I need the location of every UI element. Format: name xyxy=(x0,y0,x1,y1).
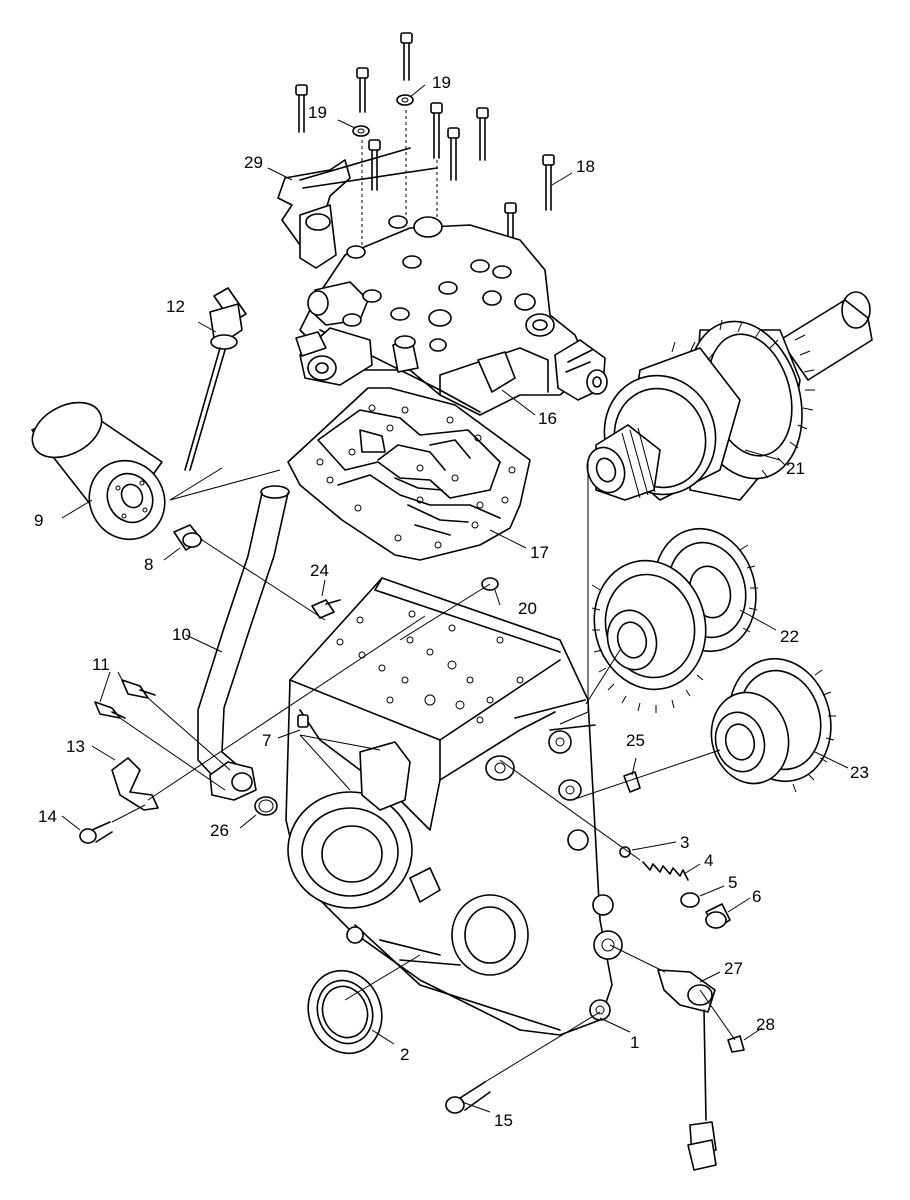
callout-3: 3 xyxy=(680,833,689,852)
oil-filter xyxy=(31,401,166,541)
callout-25: 25 xyxy=(626,731,645,750)
callout-26: 26 xyxy=(210,821,229,840)
gear-bearing xyxy=(710,657,836,793)
leader-lines xyxy=(61,84,849,1113)
callout-21: 21 xyxy=(786,459,805,478)
callout-24: 24 xyxy=(310,561,329,580)
callout-12: 12 xyxy=(166,297,185,316)
fill-tube xyxy=(197,485,290,801)
solenoid-right xyxy=(554,339,608,401)
callout-28: 28 xyxy=(756,1015,775,1034)
callout-23: 23 xyxy=(850,763,869,782)
transmission-housing xyxy=(285,577,623,1036)
callout-18: 18 xyxy=(576,157,595,176)
callout-27: 27 xyxy=(724,959,743,978)
dipstick xyxy=(184,287,247,471)
callout-4: 4 xyxy=(704,851,713,870)
breather-plug xyxy=(173,524,203,551)
clutch-pack xyxy=(586,291,873,501)
callout-22: 22 xyxy=(780,627,799,646)
callout-10: 10 xyxy=(172,625,191,644)
callout-2: 2 xyxy=(400,1045,409,1064)
callout-20: 20 xyxy=(518,599,537,618)
callout-labels: 1 2 3 4 5 6 7 8 9 10 11 12 13 14 15 16 1… xyxy=(34,73,869,1130)
callout-9: 9 xyxy=(34,511,43,530)
callout-7: 7 xyxy=(262,731,271,750)
callout-19-b: 19 xyxy=(308,103,327,122)
callout-1: 1 xyxy=(630,1033,639,1052)
callout-17: 17 xyxy=(530,543,549,562)
solenoid-left xyxy=(295,281,373,386)
callout-5: 5 xyxy=(728,873,737,892)
callout-19-a: 19 xyxy=(432,73,451,92)
gear-pair xyxy=(591,527,758,713)
oil-seal xyxy=(307,969,383,1055)
callout-13: 13 xyxy=(66,737,85,756)
callout-11: 11 xyxy=(92,655,110,674)
callout-29: 29 xyxy=(244,153,263,172)
callout-15: 15 xyxy=(494,1111,513,1130)
valve-body-bolts xyxy=(277,32,608,416)
callout-14: 14 xyxy=(38,807,57,826)
valve-body-gasket xyxy=(287,387,531,561)
callout-6: 6 xyxy=(752,887,761,906)
callout-16: 16 xyxy=(538,409,557,428)
callout-8: 8 xyxy=(144,555,153,574)
